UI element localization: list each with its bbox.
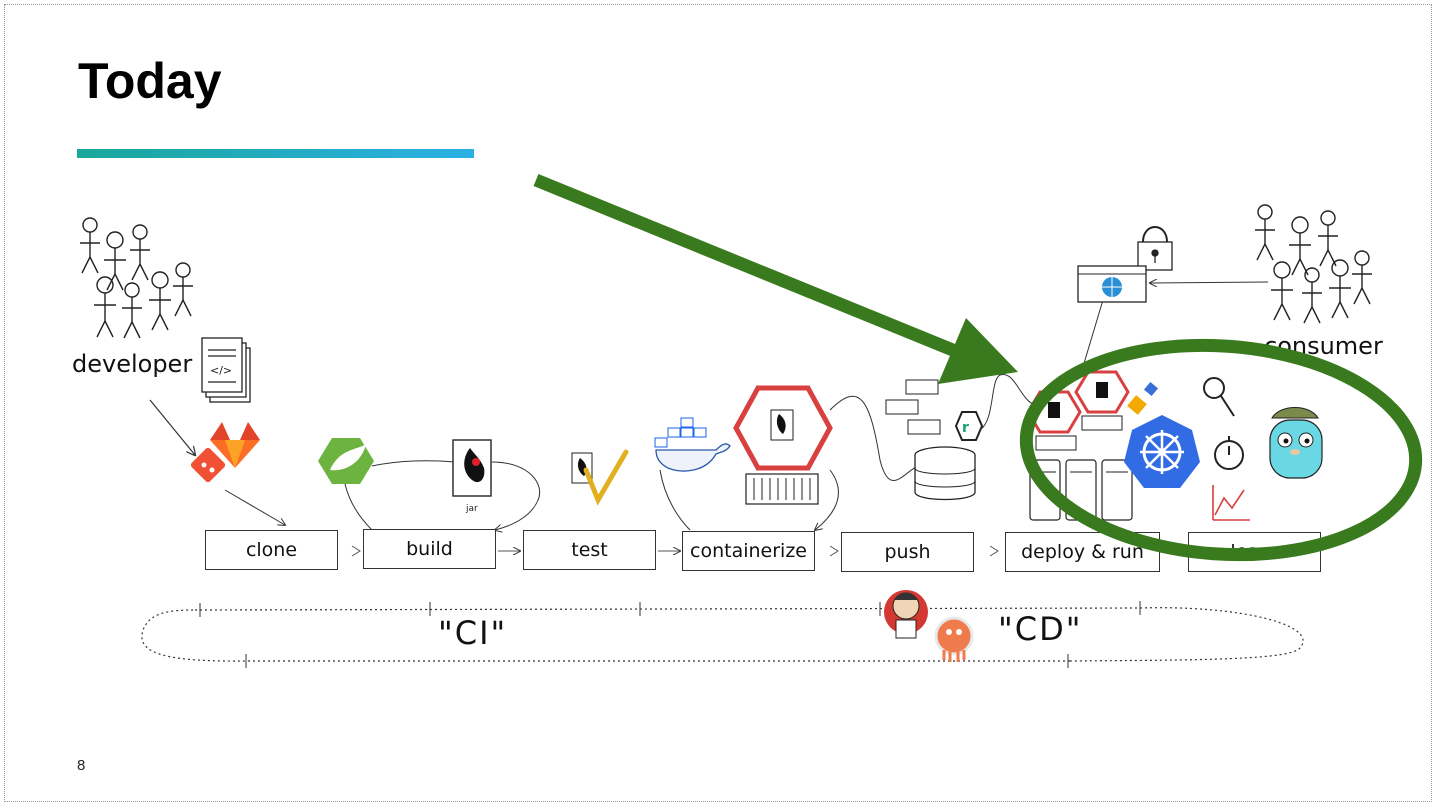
- registry-database-icon: r: [885, 379, 984, 501]
- ci-cd-loop: [141, 607, 1304, 662]
- java-jar-icon: jar: [452, 439, 492, 514]
- ci-label: "CI": [438, 614, 508, 652]
- loop-ticks: [199, 601, 1141, 668]
- slide-frame: [4, 4, 1432, 802]
- deploy-containers-icon: [1026, 370, 1133, 521]
- stage-test: test: [523, 530, 656, 570]
- browser-globe-icon: [1077, 265, 1147, 303]
- svg-text:r: r: [962, 420, 969, 436]
- consumer-label: consumer: [1264, 332, 1383, 360]
- stage-learn: learn: [1188, 532, 1321, 572]
- stopwatch-icon: [1214, 436, 1244, 470]
- gopher-icon: [1269, 407, 1323, 479]
- code-document-icon: </>: [201, 337, 251, 403]
- jenkins-icon: [884, 590, 928, 639]
- developer-people-icon: [80, 217, 193, 339]
- stage-build: build: [363, 529, 496, 569]
- gitlab-icon: [210, 422, 260, 468]
- test-check-icon: [571, 449, 629, 506]
- padlock-icon: [1137, 226, 1173, 271]
- magnifier-icon: [1203, 377, 1235, 417]
- highlight-arrow: [533, 173, 1018, 384]
- cd-label: "CD": [998, 610, 1083, 648]
- git-icon: [190, 447, 226, 483]
- developer-label: developer: [72, 350, 193, 378]
- stage-push: push: [841, 532, 974, 572]
- docker-whale-icon: [654, 417, 731, 472]
- kubernetes-icon: [1124, 415, 1200, 488]
- stage-clone: clone: [205, 530, 338, 570]
- stage-deploy-run: deploy & run: [1005, 532, 1160, 572]
- page-number: 8: [77, 757, 86, 774]
- pipeline-tools-icon: [1127, 381, 1159, 415]
- metrics-chart-icon: [1212, 485, 1250, 521]
- container-hexagon-icon: [733, 385, 833, 505]
- slide-title: Today: [78, 53, 222, 109]
- svg-text:</>: </>: [210, 364, 232, 377]
- jar-label: jar: [465, 504, 478, 514]
- consumer-people-icon: [1255, 204, 1372, 324]
- argo-icon: [934, 616, 974, 662]
- stage-containerize: containerize: [682, 531, 815, 571]
- spring-icon: [318, 438, 374, 484]
- title-underline: [77, 149, 474, 158]
- stage-connectors: [351, 545, 999, 557]
